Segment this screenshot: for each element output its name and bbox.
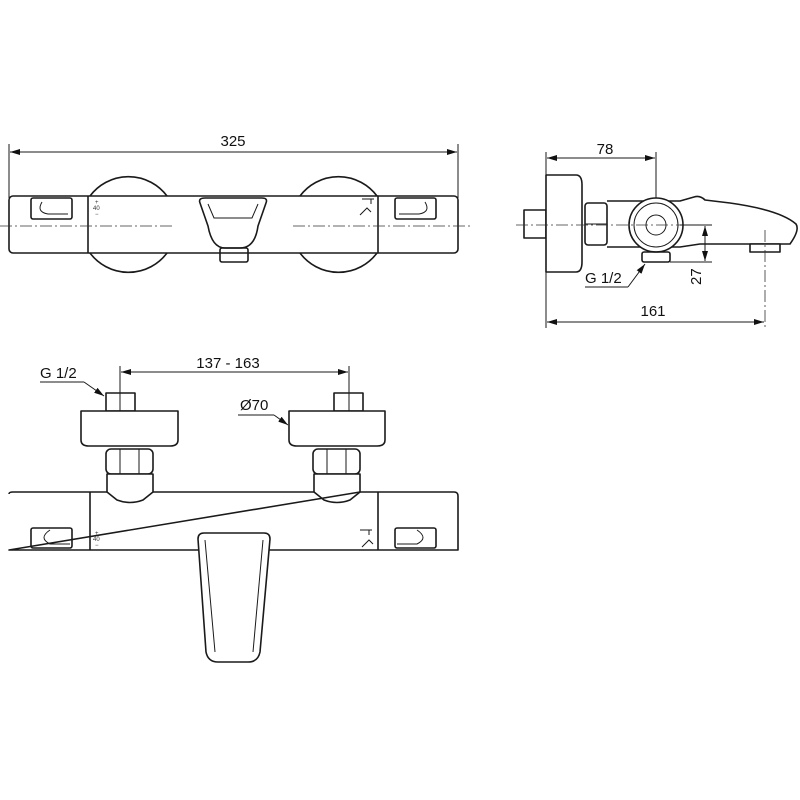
shower-outlet-thread [219, 247, 249, 263]
left-flange-bottom [89, 252, 168, 274]
left-flange-top [89, 175, 168, 197]
side-view: 78 27 G 1/2 161 [516, 141, 798, 328]
temp-40: 40 [93, 537, 100, 543]
left-handle-grip [30, 197, 73, 220]
right-hex-nut [312, 448, 361, 475]
inlet-thread-label: G 1/2 [40, 365, 77, 382]
spout-detail [204, 539, 264, 653]
right-wall-flange [288, 410, 386, 447]
flange-diameter-label: Ø70 [240, 397, 268, 414]
diverter-knob [198, 197, 268, 249]
diverter-symbol-icon [359, 198, 374, 216]
spout-body [607, 195, 798, 248]
width-dimension-label: 325 [220, 133, 245, 150]
left-hex-nut [105, 448, 154, 475]
centers-dimension-label: 137 - 163 [196, 355, 259, 372]
temp-plus: + [95, 531, 99, 537]
leader-line [273, 414, 289, 426]
mixer-body [8, 491, 459, 551]
right-handle-grip [394, 527, 437, 549]
right-connector [313, 473, 361, 504]
left-handle-grip [30, 527, 73, 549]
left-handle-detail [39, 201, 68, 215]
reach-dimension-label: 161 [640, 303, 665, 320]
left-connector [106, 473, 154, 504]
right-flange-bottom [299, 252, 378, 274]
diverter-knob-detail [207, 203, 259, 219]
top-view: 325 + 40 − [0, 133, 470, 274]
inlet-thread [523, 209, 547, 239]
temp-plus: + [95, 200, 99, 206]
depth-dimension-label: 78 [597, 141, 614, 158]
temp-40: 40 [93, 206, 100, 212]
bath-spout [197, 532, 271, 663]
wall-flange [545, 174, 583, 273]
right-handle-detail [399, 201, 428, 215]
left-handle-detail [43, 529, 70, 545]
height-dimension-label: 27 [688, 268, 705, 285]
right-flange-top [299, 175, 378, 197]
diverter-symbol-icon [360, 529, 374, 548]
spout-outlet [749, 243, 781, 253]
outlet-thread [641, 251, 671, 263]
temp-minus: − [95, 543, 99, 549]
left-wall-flange [80, 410, 179, 447]
right-handle-detail [397, 529, 424, 545]
temp-minus: − [95, 212, 99, 218]
mixer-body [8, 195, 459, 254]
outlet-thread-label: G 1/2 [585, 270, 622, 287]
front-view: 137 - 163 G 1/2 Ø70 + 40 − [8, 355, 459, 663]
leader-line [627, 263, 646, 288]
right-handle-grip [394, 197, 437, 220]
leader-line [83, 381, 105, 397]
